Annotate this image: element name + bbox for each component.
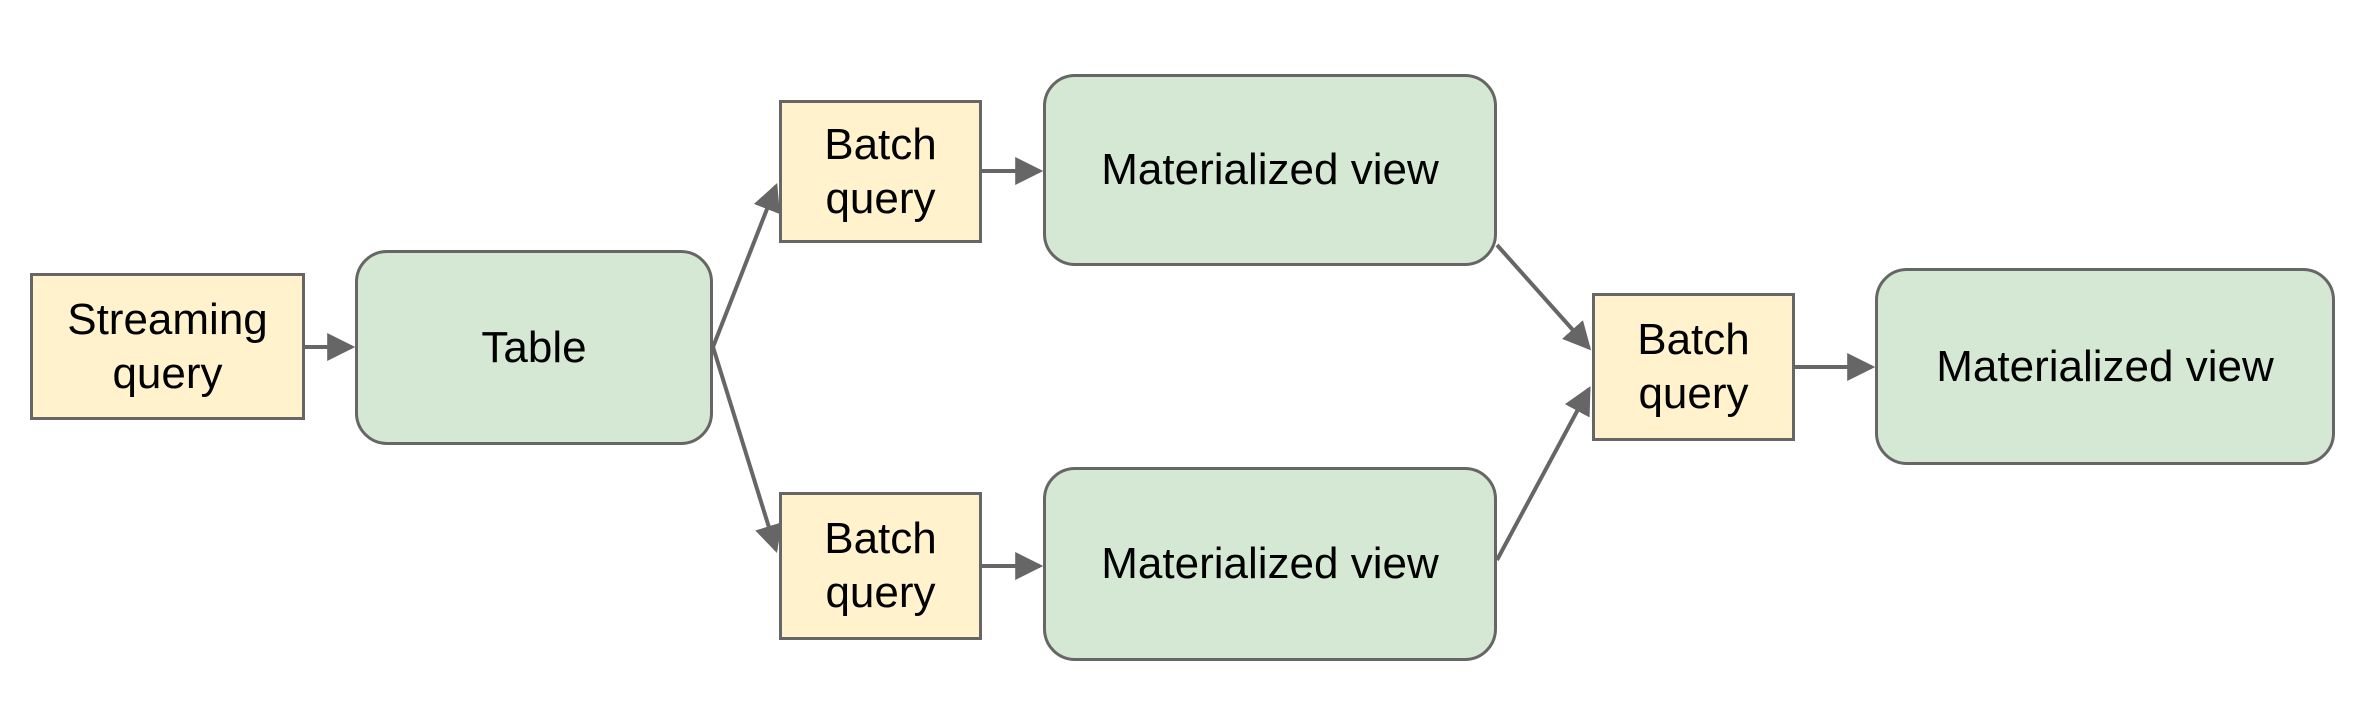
node-materialized-view-bottom-label: Materialized view <box>1101 539 1439 589</box>
node-batch-query-top-label: Batch query <box>824 119 937 223</box>
node-table-label: Table <box>481 322 587 372</box>
node-batch-query-middle[interactable]: Batch query <box>1592 293 1795 441</box>
node-batch-query-middle-label: Batch query <box>1637 315 1750 418</box>
node-batch-query-bottom-label: Batch query <box>824 514 937 617</box>
node-batch-query-top[interactable]: Batch query <box>779 100 982 243</box>
node-streaming-query[interactable]: Streaming query <box>30 273 305 420</box>
node-materialized-view-right[interactable]: Materialized view <box>1875 268 2335 465</box>
edge-materialized-view-bottom-to-batch-query-middle <box>1495 386 1591 561</box>
node-materialized-view-top[interactable]: Materialized view <box>1043 74 1497 266</box>
edge-materialized-view-top-to-batch-query-middle <box>1495 243 1592 351</box>
node-streaming-query-label: Streaming query <box>67 294 268 398</box>
node-table[interactable]: Table <box>355 250 713 445</box>
node-batch-query-bottom[interactable]: Batch query <box>779 492 982 640</box>
node-materialized-view-right-label: Materialized view <box>1936 341 2274 391</box>
edge-table-to-batch-query-top <box>711 183 781 348</box>
edge-table-to-batch-query-bottom <box>711 346 783 554</box>
node-materialized-view-top-label: Materialized view <box>1101 145 1439 195</box>
node-materialized-view-bottom[interactable]: Materialized view <box>1043 467 1497 661</box>
